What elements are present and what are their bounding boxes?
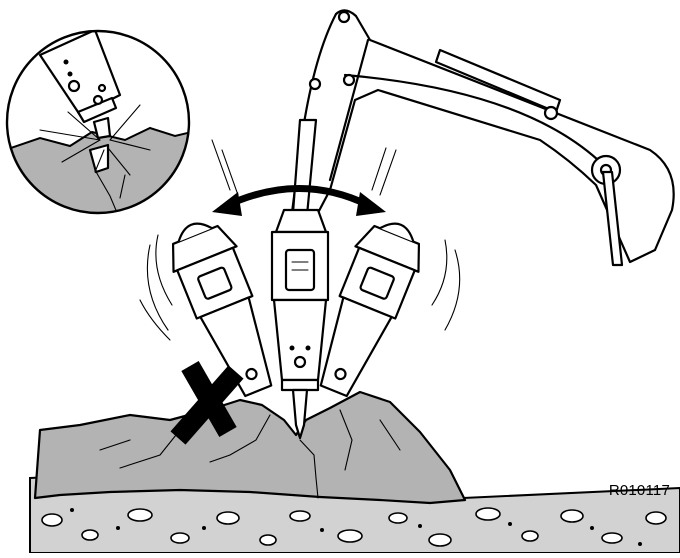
rock-ground xyxy=(29,390,680,554)
double-arrow-icon xyxy=(212,185,386,216)
breaker-left-position xyxy=(171,222,273,398)
excavator-arm xyxy=(288,9,675,267)
detail-inset xyxy=(5,29,191,215)
vibration-lines xyxy=(139,139,461,341)
breaker-right-position xyxy=(319,222,421,398)
reference-code: R010117 xyxy=(608,482,670,499)
breaker-center-position xyxy=(270,208,330,440)
prohibited-x-icon xyxy=(170,361,244,445)
